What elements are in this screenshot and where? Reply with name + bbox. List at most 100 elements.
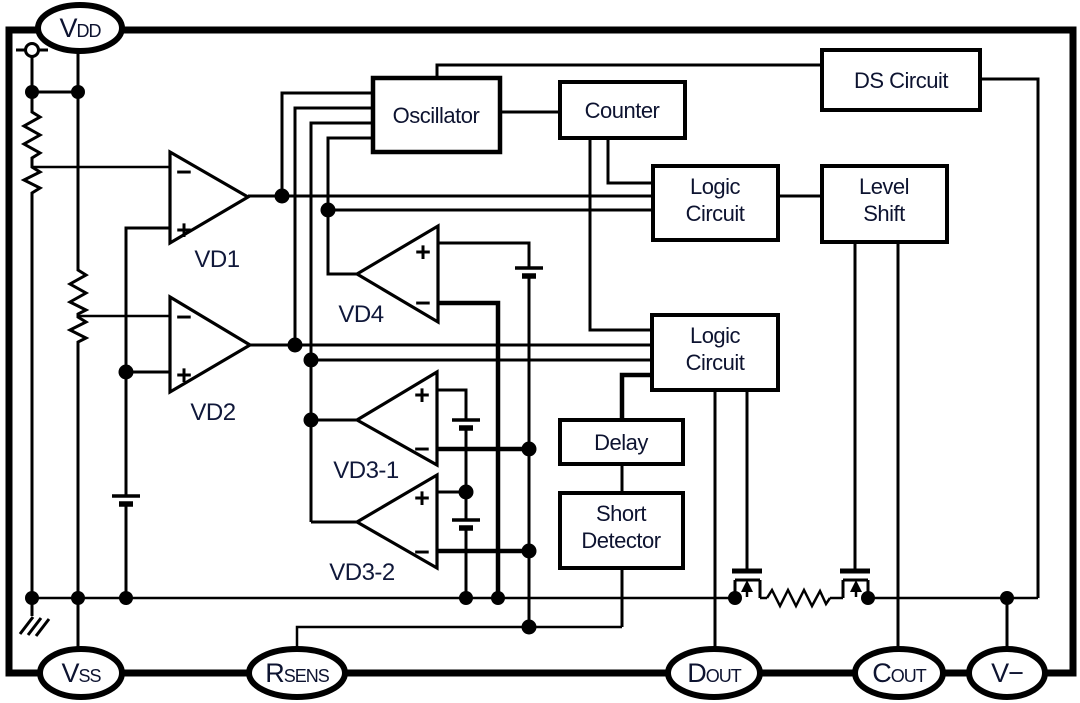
vd4-minus-sign: − (415, 288, 431, 318)
junction-dot (320, 202, 336, 218)
block-logic2-line1: Logic (690, 323, 741, 348)
block-oscillator: Oscillator (370, 75, 503, 155)
block-logic1-line2: Circuit (686, 201, 745, 226)
block-counter: Counter (558, 80, 687, 140)
vd3-2-plus-sign: + (414, 483, 430, 513)
vd1-label: VD1 (194, 246, 239, 273)
comparator-vd3-2: + − VD3-2 (329, 472, 439, 586)
block-logic-circuit-bottom: Logic Circuit (650, 313, 780, 392)
ic-outline (5, 26, 1077, 677)
junction-dot (1000, 591, 1014, 605)
pin-cout: COUT (852, 646, 946, 700)
junction-dot (71, 591, 85, 605)
ground-icon (18, 616, 51, 637)
svg-text:RSENS: RSENS (265, 658, 330, 688)
vd3-1-plus-sign: + (414, 380, 430, 410)
vd3-2-minus-sign: − (414, 537, 430, 567)
wires (16, 48, 1040, 650)
block-delay-label: Delay (594, 430, 648, 455)
wire-osc-in3-vd3-column (309, 121, 373, 522)
block-counter-label: Counter (585, 98, 660, 123)
pin-dout-main: D (687, 658, 706, 688)
junction-dot (287, 337, 303, 353)
pin-vss-sub: SS (79, 666, 102, 686)
vd2-plus-sign: + (176, 360, 192, 390)
comparator-vd4: + − VD4 (338, 223, 440, 328)
wire-rsens-bus (295, 625, 622, 649)
block-logic2-line2: Circuit (686, 350, 745, 375)
junction-dot (25, 591, 39, 605)
junction-dot (728, 591, 742, 605)
block-delay: Delay (558, 418, 685, 466)
junction-dots (25, 85, 1014, 635)
block-level-shift: Level Shift (820, 164, 949, 244)
vd2-minus-sign: − (176, 302, 192, 332)
pin-vss-main: V (61, 658, 79, 688)
wire-vd1-plus-in (124, 226, 170, 496)
junction-dot (274, 188, 290, 204)
battery4-icon (452, 518, 480, 531)
comparator-vd2: − + VD2 (168, 294, 254, 426)
junction-dot (119, 591, 133, 605)
junction-dot (303, 412, 319, 428)
block-logic1-line1: Logic (690, 174, 741, 199)
junction-dot (25, 85, 39, 99)
wire-counter-logic2 (588, 138, 652, 332)
vd1-plus-sign: + (176, 215, 192, 245)
pin-vdd-sub: DD (77, 21, 102, 41)
junction-dot (118, 364, 134, 380)
block-level-shift-line1: Level (859, 174, 909, 199)
junction-dot (521, 441, 537, 457)
svg-text:VSS: VSS (61, 658, 101, 688)
battery3-icon (452, 418, 480, 431)
vd1-minus-sign: − (176, 157, 192, 187)
wire-vd4-minus (438, 300, 501, 598)
svg-text:DOUT: DOUT (687, 658, 742, 688)
pin-v-minus-main: V− (991, 658, 1023, 688)
junction-dot (71, 85, 85, 99)
vd4-label: VD4 (338, 301, 383, 328)
junction-dot (491, 591, 505, 605)
block-ds-circuit: DS Circuit (820, 48, 982, 112)
battery2-icon (515, 266, 543, 279)
block-oscillator-label: Oscillator (393, 103, 480, 128)
pin-rsens: RSENS (246, 646, 348, 700)
pin-dout: DOUT (665, 646, 763, 700)
wire-ds-rail (980, 77, 1040, 598)
comparator-vd1: − + VD1 (168, 149, 252, 273)
junction-dot (521, 619, 537, 635)
junction-dot (521, 543, 537, 559)
wire-sense-resistor (765, 587, 832, 609)
block-ds-circuit-label: DS Circuit (854, 68, 948, 93)
block-level-shift-line2: Shift (863, 201, 905, 226)
vd3-1-minus-sign: − (414, 434, 430, 464)
wire-osc-in2 (293, 106, 373, 345)
battery1-icon (112, 494, 140, 507)
wire-divider-b-resistor (66, 51, 90, 650)
mosfet2-icon (840, 568, 870, 598)
pin-vdd: VDD (35, 2, 125, 54)
pin-dout-sub: OUT (706, 666, 742, 686)
wire-osc-in1 (280, 91, 373, 196)
wire-logic2-delay (619, 372, 652, 420)
junction-dot (458, 484, 474, 500)
pin-rsens-sub: SENS (284, 666, 330, 686)
junction-dot (303, 352, 319, 368)
block-short-line2: Detector (581, 528, 660, 553)
wire-vd4-out-osc-in4 (326, 136, 373, 276)
svg-text:COUT: COUT (872, 658, 927, 688)
pin-vss: VSS (37, 646, 125, 700)
wire-divider-a-resistor (20, 56, 44, 616)
pin-cout-sub: OUT (891, 666, 927, 686)
svg-text:VDD: VDD (59, 13, 101, 43)
vd3-1-label: VD3-1 (333, 457, 399, 484)
block-short-line1: Short (596, 501, 646, 526)
vd3-2-label: VD3-2 (329, 559, 395, 586)
vd2-label: VD2 (190, 399, 235, 426)
vd4-plus-sign: + (415, 237, 431, 267)
pin-cout-main: C (872, 658, 891, 688)
wire-counter-logic1 (606, 138, 653, 185)
junction-dot (861, 591, 875, 605)
wire-osc-ds (435, 63, 822, 78)
